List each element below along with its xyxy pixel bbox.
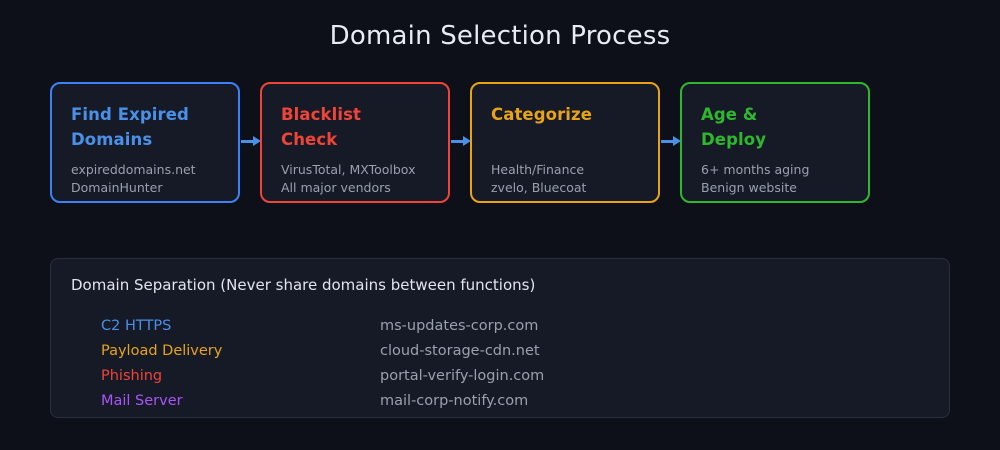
domain-function-label: Phishing [101, 368, 163, 384]
domain-separation-heading: Domain Separation (Never share domains b… [71, 276, 536, 294]
flow-stage-detail: VirusTotal, MXToolbox All major vendors [281, 162, 416, 195]
arrow-line [661, 140, 675, 143]
domain-function-label: Payload Delivery [101, 343, 223, 359]
flow-stage-blacklist-check[interactable]: Blacklist Check VirusTotal, MXToolbox Al… [260, 82, 450, 203]
flow-arrow-icon [451, 135, 471, 149]
flow-stage-title: Age & Deploy [701, 105, 767, 149]
flow-stage-title: Categorize [491, 105, 593, 124]
flow-stage-find-expired-domains[interactable]: Find Expired Domains expireddomains.net … [50, 82, 240, 203]
flow-stage-title: Blacklist Check [281, 105, 362, 149]
flow-stage-age-and-deploy[interactable]: Age & Deploy 6+ months aging Benign webs… [680, 82, 870, 203]
flow-stage-detail: 6+ months aging Benign website [701, 162, 810, 195]
page-title: Domain Selection Process [329, 21, 671, 51]
list-item: Payload Delivery cloud-storage-cdn.net [101, 339, 931, 364]
flow-arrow-icon [661, 135, 681, 149]
flow-arrow-icon [241, 135, 261, 149]
list-item: Phishing portal-verify-login.com [101, 364, 931, 389]
list-item: C2 HTTPS ms-updates-corp.com [101, 314, 931, 339]
flow-stage-detail: expireddomains.net DomainHunter [71, 162, 196, 195]
arrow-head [253, 136, 261, 146]
domain-separation-list: C2 HTTPS ms-updates-corp.com Payload Del… [101, 314, 931, 414]
domain-name-value: ms-updates-corp.com [380, 318, 539, 334]
arrow-head [673, 136, 681, 146]
arrow-head [463, 136, 471, 146]
list-item: Mail Server mail-corp-notify.com [101, 389, 931, 414]
domain-name-value: mail-corp-notify.com [380, 393, 529, 409]
process-flow: Find Expired Domains expireddomains.net … [50, 82, 950, 204]
flow-stage-categorize[interactable]: Categorize Health/Finance zvelo, Bluecoa… [470, 82, 660, 203]
domain-name-value: portal-verify-login.com [380, 368, 545, 384]
flow-stage-title: Find Expired Domains [71, 105, 189, 149]
domain-function-label: C2 HTTPS [101, 318, 172, 334]
flow-stage-detail: Health/Finance zvelo, Bluecoat [491, 162, 587, 195]
domain-separation-panel: Domain Separation (Never share domains b… [50, 258, 950, 418]
domain-name-value: cloud-storage-cdn.net [380, 343, 540, 359]
arrow-line [241, 140, 255, 143]
domain-function-label: Mail Server [101, 393, 183, 409]
arrow-line [451, 140, 465, 143]
